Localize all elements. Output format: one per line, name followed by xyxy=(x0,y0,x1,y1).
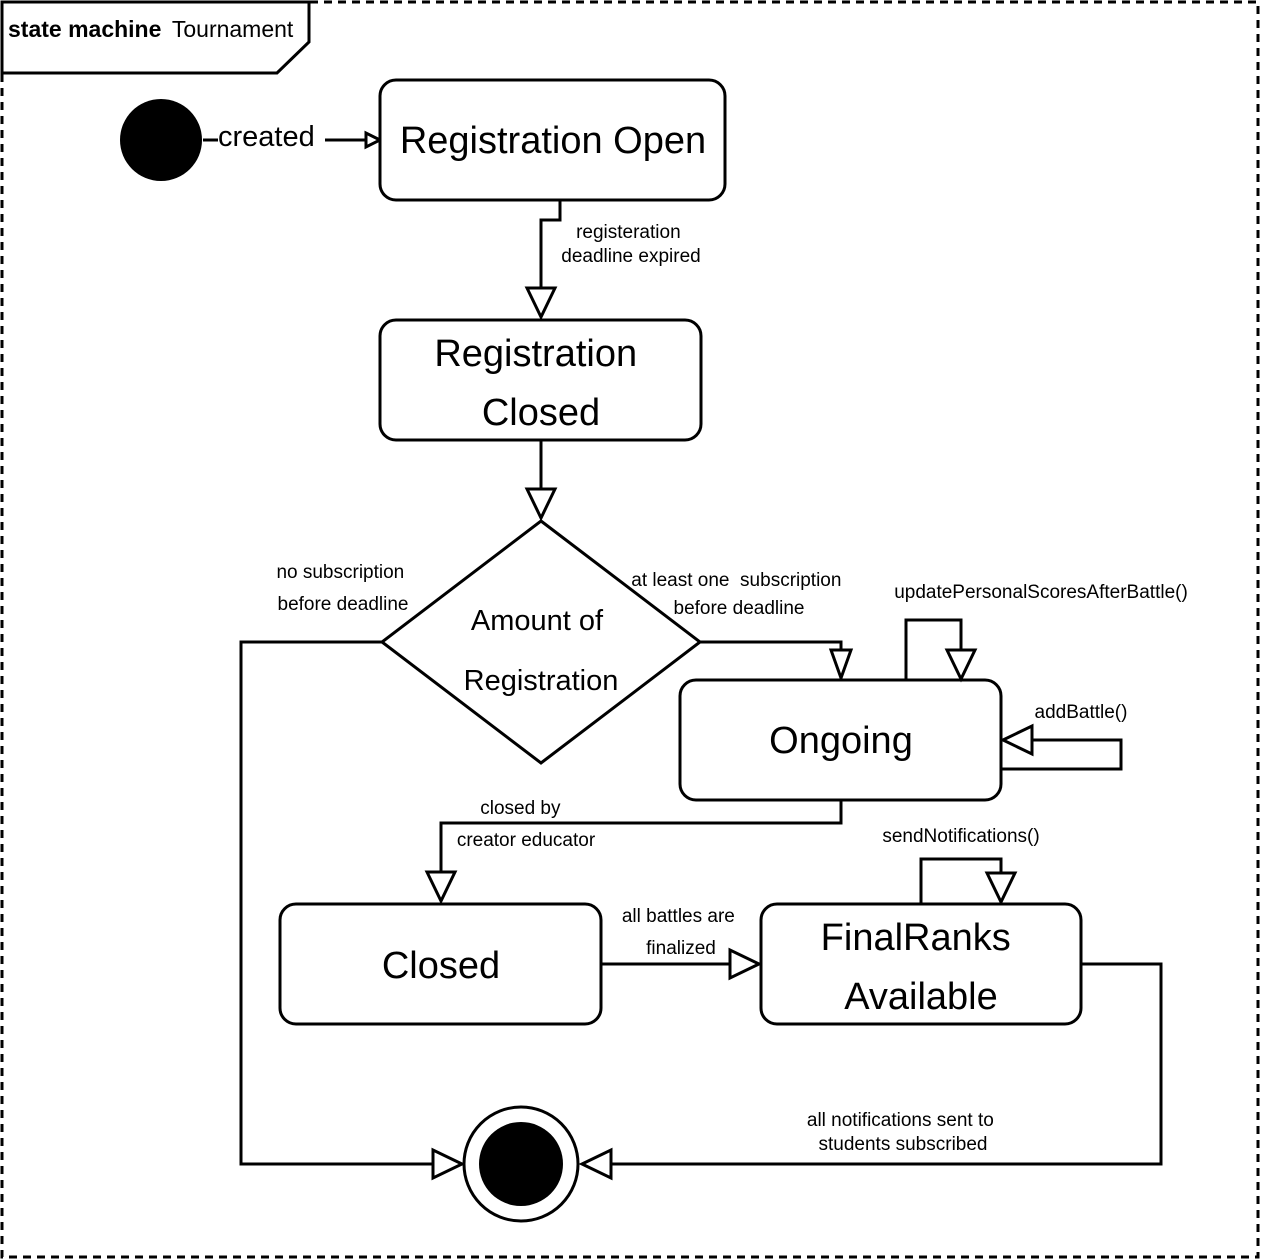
decision-line1: Amount of xyxy=(471,605,604,637)
initial-node[interactable] xyxy=(120,99,202,181)
svg-text:no subscription before d: no subscription before deadline xyxy=(276,562,409,615)
transition-at-least-one[interactable]: at least one subscription before deadlin… xyxy=(631,570,854,683)
state-final-ranks-line2: Available xyxy=(844,976,998,1018)
state-ongoing[interactable]: Ongoing xyxy=(678,678,1003,802)
decision-line2: Registration xyxy=(464,665,619,697)
transition-battles-finalized-line1: all battles are xyxy=(622,906,735,927)
transition-update-scores-label: updatePersonalScoresAfterBattle() xyxy=(894,582,1188,603)
transition-add-battle-label: addBattle() xyxy=(1035,702,1128,723)
svg-text:Amount of Registration: Amount of Registration xyxy=(464,605,619,697)
svg-text:Registration Closed: Registration Closed xyxy=(434,333,647,434)
svg-text:at least one subscription: at least one subscription before deadlin… xyxy=(631,570,846,619)
final-node[interactable] xyxy=(462,1105,580,1223)
state-closed-label: Closed xyxy=(382,945,500,987)
transition-deadline-expired[interactable]: registeration deadline expired xyxy=(524,200,701,321)
transition-closed-by[interactable]: closed by creator educator xyxy=(424,798,843,905)
svg-text:closed by creator educat: closed by creator educator xyxy=(457,798,596,851)
transition-notifications-sent[interactable]: all notifications sent to students subsc… xyxy=(578,962,1163,1181)
transition-send-notifications-label: sendNotifications() xyxy=(882,826,1039,847)
transition-update-scores[interactable]: updatePersonalScoresAfterBattle() xyxy=(894,582,1188,683)
transition-battles-finalized-line2: finalized xyxy=(646,938,716,959)
frame-keyword: state machine xyxy=(8,16,161,42)
svg-text:registeration deadline e: registeration deadline expired xyxy=(561,222,700,267)
frame-name: Tournament xyxy=(172,16,294,42)
transition-closed-by-line2: creator educator xyxy=(457,830,596,851)
state-final-ranks-line1: FinalRanks xyxy=(821,917,1011,959)
state-ongoing-label: Ongoing xyxy=(769,720,913,762)
transition-to-decision[interactable] xyxy=(524,440,558,522)
svg-text:all notifications sent to: all notifications sent to students subsc… xyxy=(807,1110,999,1155)
state-registration-open[interactable]: Registration Open xyxy=(378,78,727,202)
state-final-ranks-available[interactable]: FinalRanks Available xyxy=(759,902,1083,1026)
state-registration-closed-line2: Closed xyxy=(482,392,600,434)
decision-amount-of-registration[interactable]: Amount of Registration xyxy=(379,519,703,765)
state-registration-closed-line1: Registration xyxy=(434,333,637,375)
transition-no-subscription-line2: before deadline xyxy=(278,594,409,615)
transition-notifications-sent-line1: all notifications sent to xyxy=(807,1110,994,1131)
svg-text:state machine Tournament: state machine Tournament xyxy=(8,16,294,42)
transition-send-notifications[interactable]: sendNotifications() xyxy=(882,826,1040,906)
transition-at-least-one-line1: at least one subscription xyxy=(631,570,841,591)
state-registration-open-label: Registration Open xyxy=(400,120,706,162)
state-registration-closed[interactable]: Registration Closed xyxy=(378,318,703,442)
transition-battles-finalized[interactable]: all battles are finalized xyxy=(601,906,763,981)
transition-no-subscription[interactable]: no subscription before deadline xyxy=(239,562,466,1181)
transition-no-subscription-line1: no subscription xyxy=(276,562,404,583)
transition-closed-by-line1: closed by xyxy=(480,798,561,819)
transition-created-label: created xyxy=(218,121,315,153)
svg-text:FinalRanks Available: FinalRanks Available xyxy=(821,917,1022,1018)
transition-deadline-expired-line2: deadline expired xyxy=(561,246,700,267)
transition-notifications-sent-line2: students subscribed xyxy=(819,1134,988,1155)
transition-at-least-one-line2: before deadline xyxy=(674,598,805,619)
state-closed[interactable]: Closed xyxy=(278,902,603,1026)
transition-deadline-expired-line1: registeration xyxy=(576,222,681,243)
frame-title-tab: state machine Tournament xyxy=(0,0,311,75)
svg-text:all battles are finalize: all battles are finalized xyxy=(622,906,740,959)
transition-created[interactable]: created xyxy=(203,121,384,153)
transition-add-battle[interactable]: addBattle() xyxy=(999,702,1128,771)
